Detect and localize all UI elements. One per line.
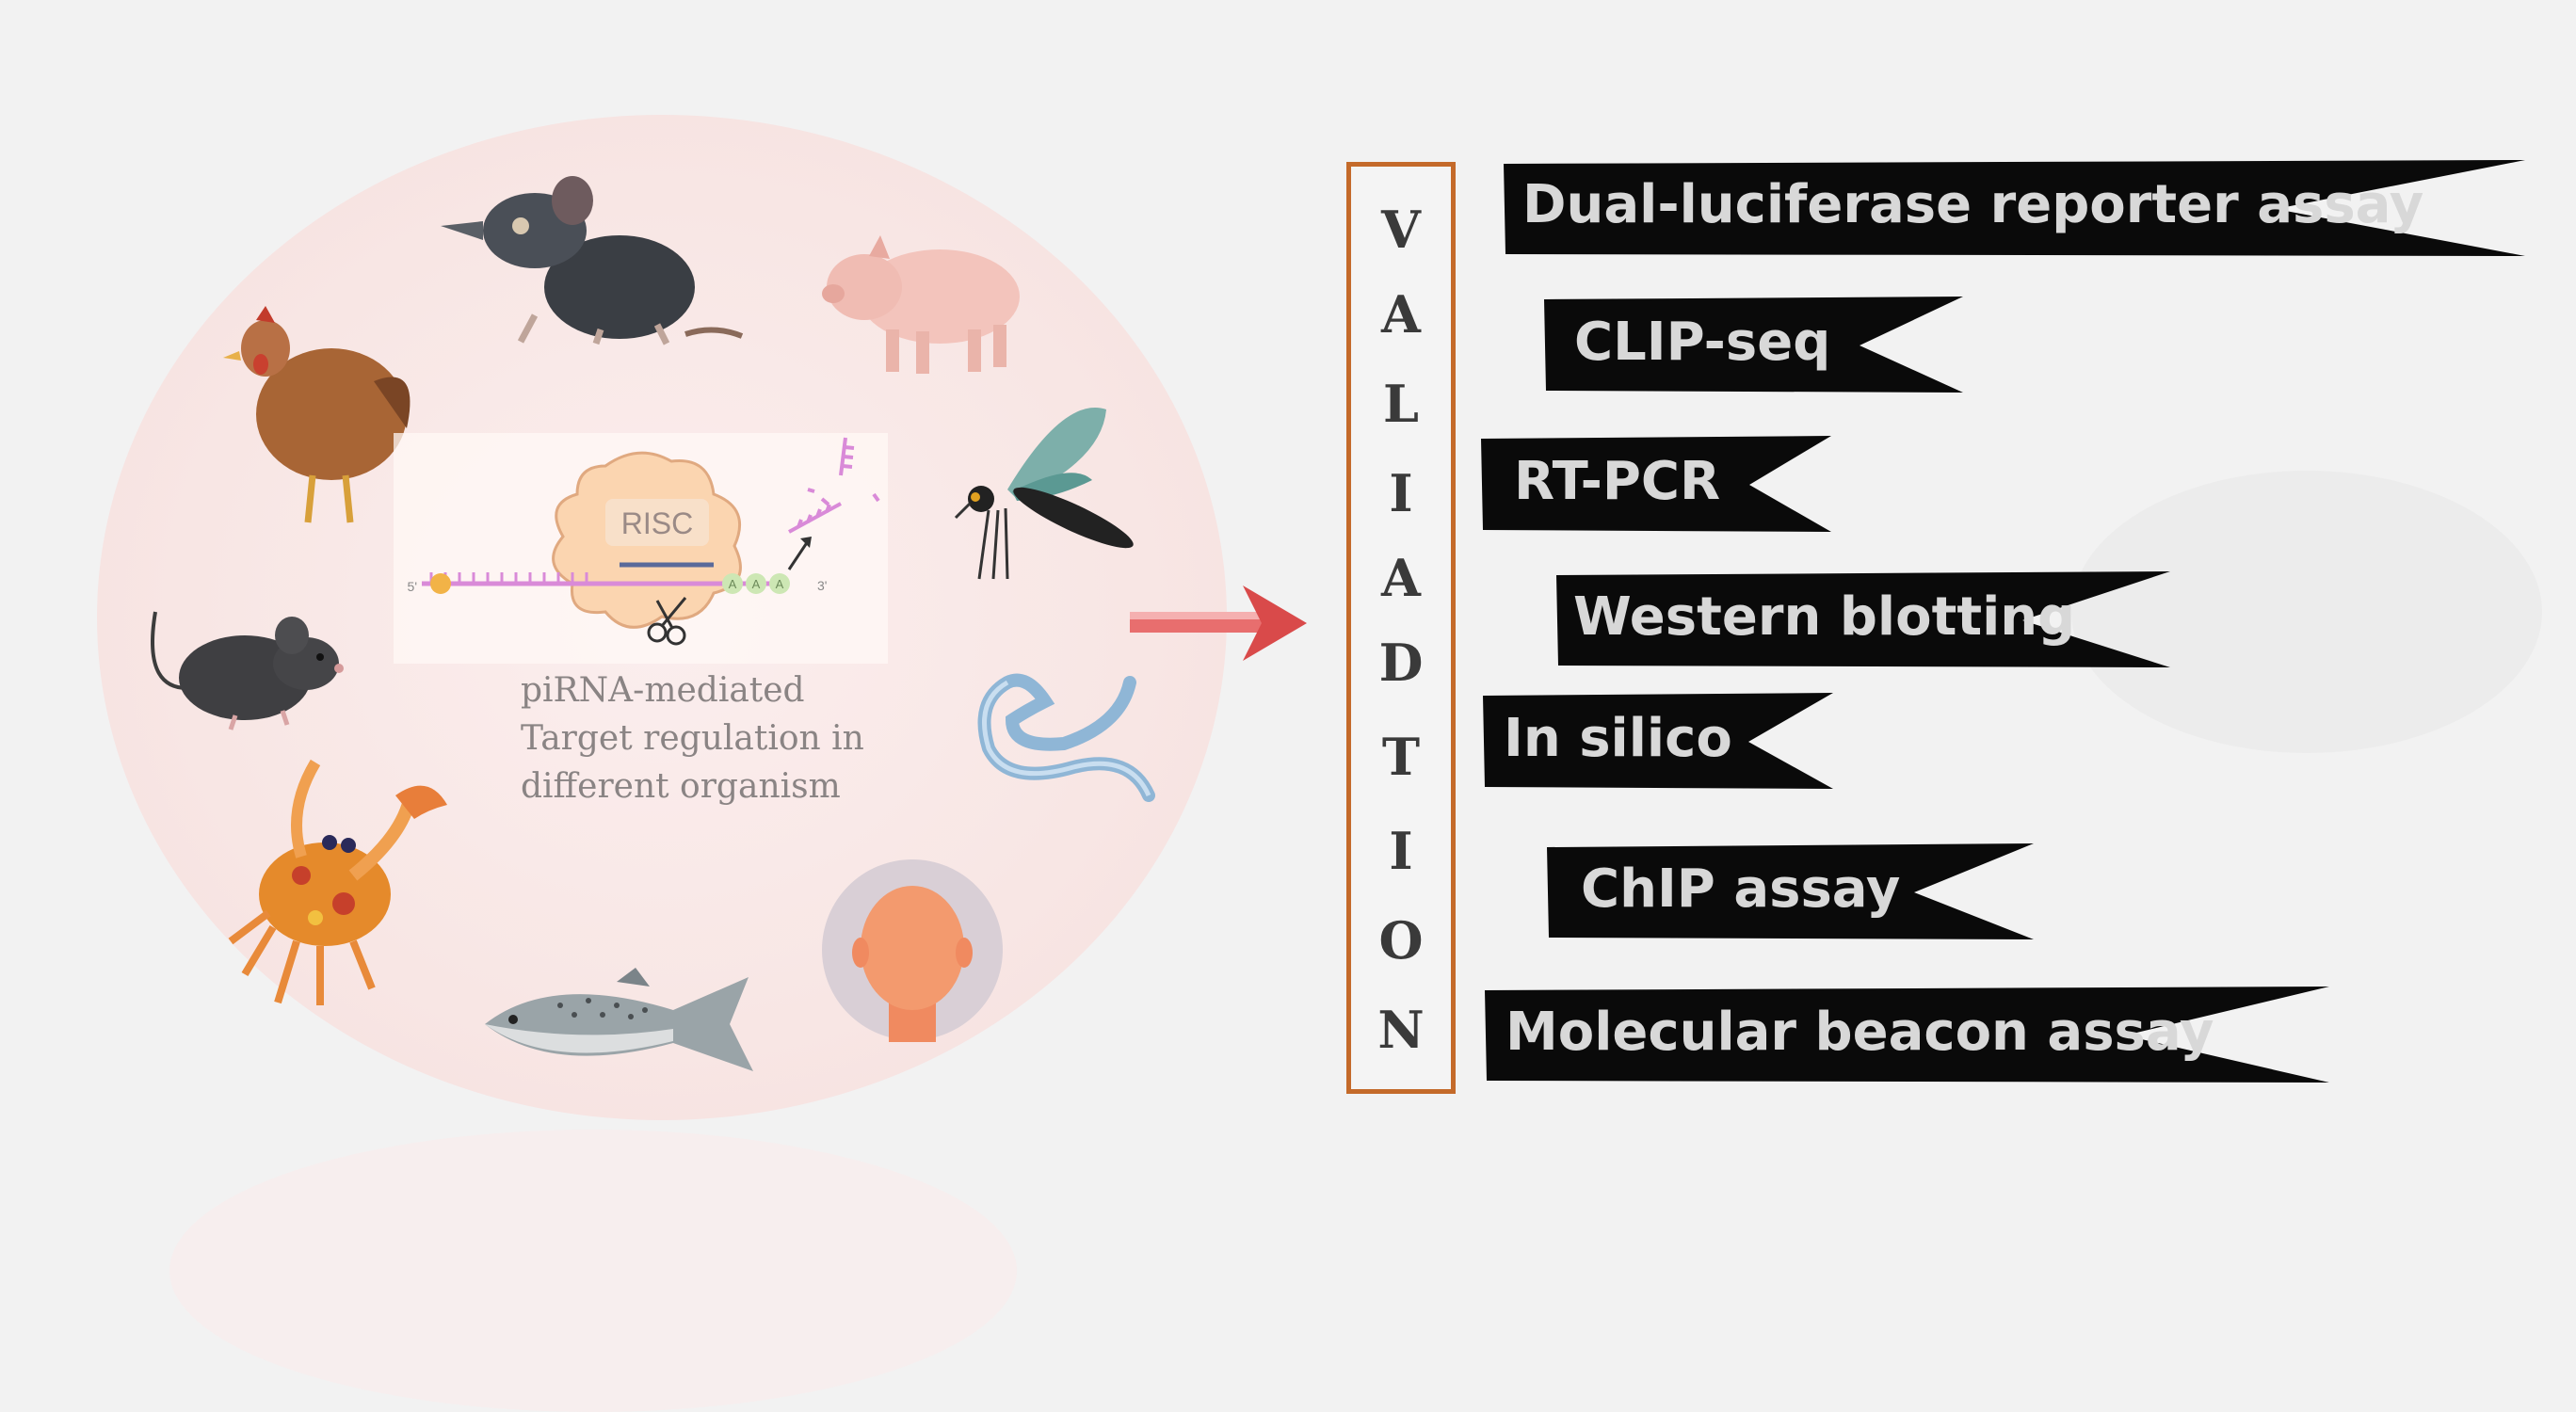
method-label: RT-PCR bbox=[1514, 451, 1721, 512]
method-label: ChIP assay bbox=[1581, 858, 1901, 920]
crab-icon bbox=[212, 753, 457, 1011]
caption-line: piRNA-mediated bbox=[521, 671, 805, 710]
mouse-icon bbox=[141, 593, 358, 738]
pig-icon bbox=[813, 226, 1038, 380]
method-label: CLIP-seq bbox=[1574, 312, 1831, 373]
method-label: Dual-luciferase reporter assay bbox=[1522, 174, 2424, 235]
rat-icon bbox=[431, 174, 770, 357]
validation-letter: L bbox=[1383, 374, 1419, 434]
method-label: Western blotting bbox=[1573, 586, 2076, 648]
background-blob bbox=[169, 1130, 1017, 1412]
validation-letter: N bbox=[1377, 1000, 1425, 1060]
validation-letter: T bbox=[1381, 727, 1421, 787]
human-head-icon bbox=[821, 858, 1005, 1046]
validation-vertical-box: V A L I A D T I O N bbox=[1346, 162, 1456, 1094]
validation-letter: V bbox=[1381, 200, 1421, 260]
chicken-icon bbox=[218, 306, 426, 536]
validation-letter: I bbox=[1389, 463, 1413, 523]
caption-line: different organism bbox=[521, 767, 841, 806]
method-label: Molecular beacon assay bbox=[1505, 1002, 2214, 1063]
scissors-icon bbox=[647, 597, 687, 646]
caption-line: Target regulation in bbox=[521, 719, 864, 758]
five-prime-label: 5' bbox=[408, 579, 417, 594]
arrow-icon bbox=[1130, 586, 1309, 665]
validation-letter: O bbox=[1378, 910, 1424, 971]
method-label: In silico bbox=[1504, 708, 1732, 769]
poly-a-label: A bbox=[776, 577, 784, 591]
poly-a-label: A bbox=[729, 577, 737, 591]
three-prime-label: 3' bbox=[817, 578, 827, 593]
pirna-risc-diagram: RISC 5' A A A 3' bbox=[394, 433, 888, 664]
validation-letter: A bbox=[1381, 548, 1421, 608]
worm-icon bbox=[970, 664, 1158, 809]
risc-label: RISC bbox=[621, 506, 693, 540]
background-blob bbox=[2071, 471, 2542, 753]
validation-letter: D bbox=[1378, 633, 1424, 693]
fish-icon bbox=[475, 968, 758, 1080]
poly-a-label: A bbox=[752, 577, 761, 591]
validation-letter: A bbox=[1381, 284, 1421, 345]
validation-letter: I bbox=[1389, 821, 1413, 881]
mosquito-icon bbox=[951, 405, 1139, 587]
diagram-caption: piRNA-mediated Target regulation in diff… bbox=[521, 666, 916, 810]
